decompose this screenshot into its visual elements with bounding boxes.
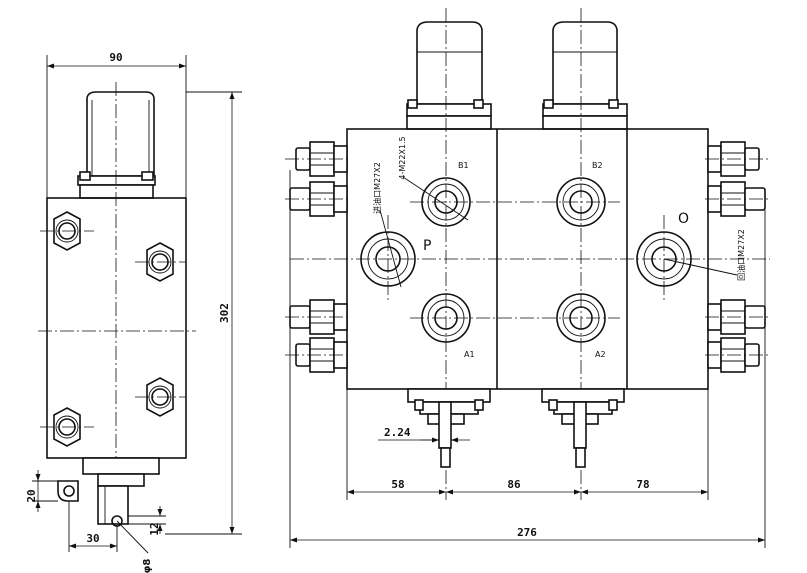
note-inlet: 进油口M27X2	[372, 162, 382, 214]
leader-mount	[402, 176, 469, 221]
actuator-cap	[86, 91, 155, 177]
note-return: 回油口M27X2	[736, 229, 746, 281]
actuator-cap-2	[542, 21, 628, 130]
note-mount: 4-M22X1.5	[398, 136, 407, 179]
dim-foot-width: 30	[86, 532, 99, 545]
side-view: 90	[25, 51, 242, 573]
dim-side-height: 302	[218, 303, 231, 323]
dim-pitch-mid: 86	[507, 478, 521, 491]
leader-return	[663, 258, 738, 276]
dim-pin-diameter: φ8	[142, 559, 153, 573]
dim-foot-height: 12	[148, 522, 161, 535]
label-a1: A1	[464, 350, 475, 359]
dim-port-offset: 20	[25, 489, 38, 502]
label-b1: B1	[458, 161, 469, 170]
spool-housing-2	[541, 388, 625, 468]
side-lug	[57, 480, 79, 502]
dim-spool-gap: 2.24	[384, 426, 411, 439]
label-o: O	[678, 211, 689, 227]
left-fittings	[289, 141, 348, 373]
label-a2: A2	[595, 350, 606, 359]
actuator-cap-1	[406, 21, 492, 130]
dim-side-width: 90	[109, 51, 122, 64]
leader-inlet	[379, 209, 402, 288]
spool-housing-1	[407, 388, 491, 468]
dim-pitch-right: 78	[636, 478, 649, 491]
front-view: B1 B2 A1 A2 P O 进油口M27X2 4-M22X1.5 回油口M2…	[285, 8, 770, 548]
dim-overall-width: 276	[517, 526, 537, 539]
label-b2: B2	[592, 161, 603, 170]
dim-pitch-left: 58	[391, 478, 404, 491]
label-p: P	[423, 238, 431, 254]
